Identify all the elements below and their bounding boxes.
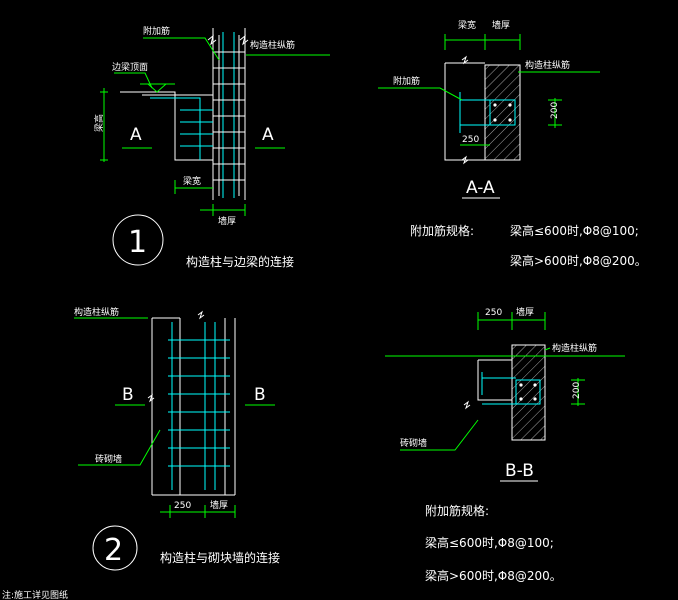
- section-title: A-A: [466, 178, 495, 198]
- dim-200: 200: [550, 102, 560, 119]
- detail-caption: 构造柱与边梁的连接: [186, 254, 294, 269]
- wall-thickness-label: 墙厚: [492, 19, 510, 31]
- section-marker-right: B: [254, 385, 266, 405]
- brick-wall-label: 砖砌墙: [400, 437, 427, 449]
- detail-number: 2: [104, 533, 123, 568]
- spec-line-1: 梁高≤600时,Φ8@100;: [510, 223, 639, 238]
- detail-1-beam-column-connection: 附加筋 边梁顶面 构造柱纵筋 梁高 梁宽 墙厚 A A 1 构造柱与边梁的连接: [93, 25, 330, 269]
- detail-2-column-block-wall-connection: 构造柱纵筋 砖砌墙 B B 250 墙厚 2 构造柱与砌块墙的连接: [74, 306, 280, 571]
- spec-line-2: 梁高>600时,Φ8@200。: [510, 253, 647, 268]
- extra-bar-label: 附加筋: [143, 25, 170, 37]
- wall-thickness-label: 墙厚: [218, 215, 236, 227]
- detail-caption: 构造柱与砌块墙的连接: [160, 550, 280, 565]
- dim-200: 200: [572, 382, 582, 399]
- beam-top-label: 边梁顶面: [112, 61, 148, 73]
- beam-width-label: 梁宽: [183, 175, 201, 187]
- section-title: B-B: [505, 461, 534, 481]
- column-bar-label: 构造柱纵筋: [74, 306, 119, 318]
- section-b-b: 250 墙厚 构造柱纵筋 砖砌墙 200 B-B 附加筋规格: 梁高≤600时,…: [385, 306, 625, 583]
- beam-width-label: 梁宽: [458, 19, 476, 31]
- spec-line-2: 梁高>600时,Φ8@200。: [425, 568, 562, 583]
- wall-thickness-label: 墙厚: [516, 306, 534, 318]
- wall-thickness-label: 墙厚: [210, 499, 228, 511]
- section-marker-left: B: [122, 385, 134, 405]
- dim-250: 250: [462, 135, 479, 145]
- beam-height-label: 梁高: [93, 114, 105, 132]
- column-bar-label: 构造柱纵筋: [552, 342, 597, 354]
- brick-wall-label: 砖砌墙: [95, 453, 122, 465]
- section-marker-right: A: [262, 125, 274, 145]
- column-bar-label: 构造柱纵筋: [525, 59, 570, 71]
- section-a-a: 梁宽 墙厚 附加筋 构造柱纵筋 250 200 A-A 附加筋规格: 梁高≤60…: [378, 19, 647, 268]
- spec-line-1: 梁高≤600时,Φ8@100;: [425, 535, 554, 550]
- dim-250: 250: [174, 501, 191, 511]
- column-bar-label: 构造柱纵筋: [250, 39, 295, 51]
- spec-heading: 附加筋规格:: [425, 503, 489, 518]
- section-marker-left: A: [130, 125, 142, 145]
- detail-number: 1: [128, 225, 147, 260]
- dim-250: 250: [485, 308, 502, 318]
- spec-heading: 附加筋规格:: [410, 223, 474, 238]
- bottom-note: 注:施工详见图纸: [2, 589, 68, 600]
- extra-bar-label: 附加筋: [393, 75, 420, 87]
